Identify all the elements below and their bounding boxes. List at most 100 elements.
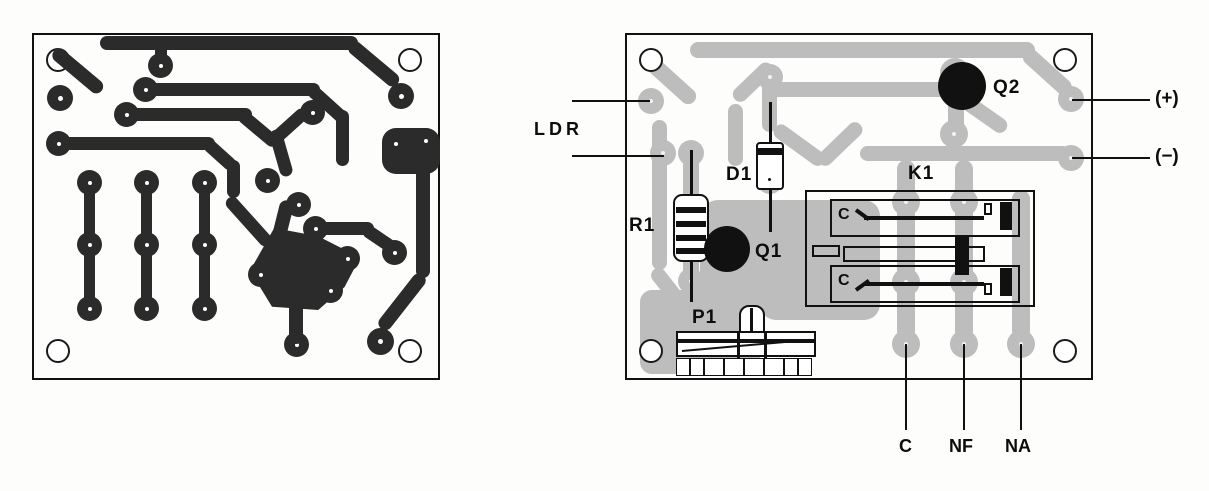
pad-row3-junction	[300, 100, 325, 125]
d1-cathode-band	[758, 148, 782, 155]
output-na-leader	[1020, 344, 1022, 430]
p1-shaft-right	[764, 333, 767, 369]
output-nf-leader	[963, 344, 965, 430]
r1-band-2	[676, 221, 706, 227]
pad-pour-left	[248, 262, 273, 287]
r1-lead-top	[690, 150, 693, 198]
mount-hole-bottom-left	[46, 339, 70, 363]
k1-contact-lower-label: C	[838, 272, 850, 289]
pad-pour-inner-low	[318, 278, 343, 303]
k1-label: K1	[908, 163, 935, 184]
pad-pour-inner-right	[335, 246, 360, 271]
right-mount-hole-top-left	[639, 48, 663, 72]
pad-row3-left	[114, 102, 139, 127]
mount-hole-bottom-right	[398, 339, 422, 363]
d1-label: D1	[726, 164, 753, 185]
screen-track-top	[690, 42, 1035, 58]
screen-track-third	[860, 146, 1070, 161]
k1-contact-lower-tab	[984, 283, 992, 295]
right-mount-hole-bottom-left	[639, 339, 663, 363]
plus-leader	[1072, 99, 1150, 101]
pad-bottom-right	[367, 328, 394, 355]
d1-lead-bottom	[769, 188, 772, 232]
p1-label: P1	[692, 307, 718, 328]
d1-mark-dot	[768, 178, 771, 181]
screen-track-second	[770, 82, 970, 97]
q2-body	[938, 62, 986, 110]
pad-pour-neck-top	[286, 192, 311, 217]
r1-label: R1	[629, 215, 656, 236]
pad-strip3-bottom	[192, 296, 217, 321]
pad-right-blob-a	[383, 131, 408, 156]
pad-strip2-top	[134, 170, 159, 195]
track-row2	[140, 83, 320, 96]
track-row4-riser	[227, 160, 240, 198]
k1-contact-lower-terminal	[1000, 268, 1012, 296]
track-right-bus	[416, 160, 430, 278]
pad-strip2-bottom	[134, 296, 159, 321]
pad-strip3-mid	[192, 232, 217, 257]
pad-strip3-top	[192, 170, 217, 195]
ground-pour-tail	[289, 300, 303, 344]
screen-pad-ldr-upper	[638, 88, 664, 114]
track-top-bus	[100, 36, 358, 50]
q2-label: Q2	[993, 77, 1021, 98]
pad-strip1-bottom	[77, 296, 102, 321]
screen-pad-q2-low	[940, 120, 968, 148]
pad-row4-left	[46, 131, 71, 156]
r1-band-1	[676, 207, 706, 213]
p1-shaft-left	[737, 333, 740, 369]
pad-pour-arm-left	[303, 216, 328, 241]
r1-band-4	[676, 248, 706, 254]
minus-leader	[1072, 157, 1150, 159]
pad-right-blob-b	[413, 128, 438, 153]
p1-knob-slot	[750, 308, 753, 332]
pad-pour-arm-right	[382, 240, 407, 265]
screen-track-second-riser	[728, 104, 743, 166]
k1-contact-upper-terminal	[1000, 202, 1012, 230]
pad-strip1-mid	[77, 232, 102, 257]
k1-coil-pin-mark	[812, 245, 840, 257]
k1-contact-upper-tab	[984, 203, 992, 215]
pad-strip2-mid	[134, 232, 159, 257]
r1-band-3	[676, 235, 706, 241]
p1-deck-top	[676, 331, 816, 341]
pad-left-upper	[47, 85, 73, 111]
mount-hole-top-right	[398, 48, 422, 72]
ldr-label: LDR	[534, 119, 583, 139]
screen-pad-ldr-lower	[650, 140, 676, 166]
track-row2-riser	[336, 110, 349, 166]
right-mount-hole-top-right	[1053, 48, 1077, 72]
q1-body	[704, 226, 750, 272]
screen-pad-relay-c1	[892, 188, 920, 216]
output-na-label: NA	[1005, 436, 1031, 456]
d1-lead-top	[769, 102, 772, 144]
output-nf-label: NF	[949, 436, 973, 456]
pad-row3-lower	[255, 168, 280, 193]
screen-pad-d1-top	[757, 64, 783, 90]
pad-strip1-top	[77, 170, 102, 195]
p1-deck-body	[676, 341, 816, 357]
k1-contact-lower-arm	[864, 282, 984, 286]
output-c-label: C	[899, 436, 912, 456]
r1-lead-bottom	[690, 258, 693, 302]
ldr-leader-lower	[572, 155, 664, 157]
k1-contact-upper-label: C	[838, 206, 850, 223]
plus-label: (+)	[1155, 88, 1179, 109]
output-c-leader	[905, 344, 907, 430]
ldr-leader-upper	[572, 100, 650, 102]
k1-coil-bar	[843, 246, 985, 262]
k1-outline	[805, 190, 1035, 307]
right-mount-hole-bottom-right	[1053, 339, 1077, 363]
track-row3	[122, 108, 252, 121]
k1-contact-upper-arm	[864, 216, 984, 220]
screen-pad-relay-c2	[950, 188, 978, 216]
q1-label: Q1	[755, 241, 783, 262]
k1-contact-upper-frame	[830, 199, 1020, 237]
minus-label: (−)	[1155, 146, 1179, 167]
right-board-outline	[625, 33, 1093, 380]
left-board-outline	[32, 33, 440, 380]
pad-row2-left	[133, 77, 158, 102]
k1-contact-lower-frame	[830, 265, 1020, 303]
